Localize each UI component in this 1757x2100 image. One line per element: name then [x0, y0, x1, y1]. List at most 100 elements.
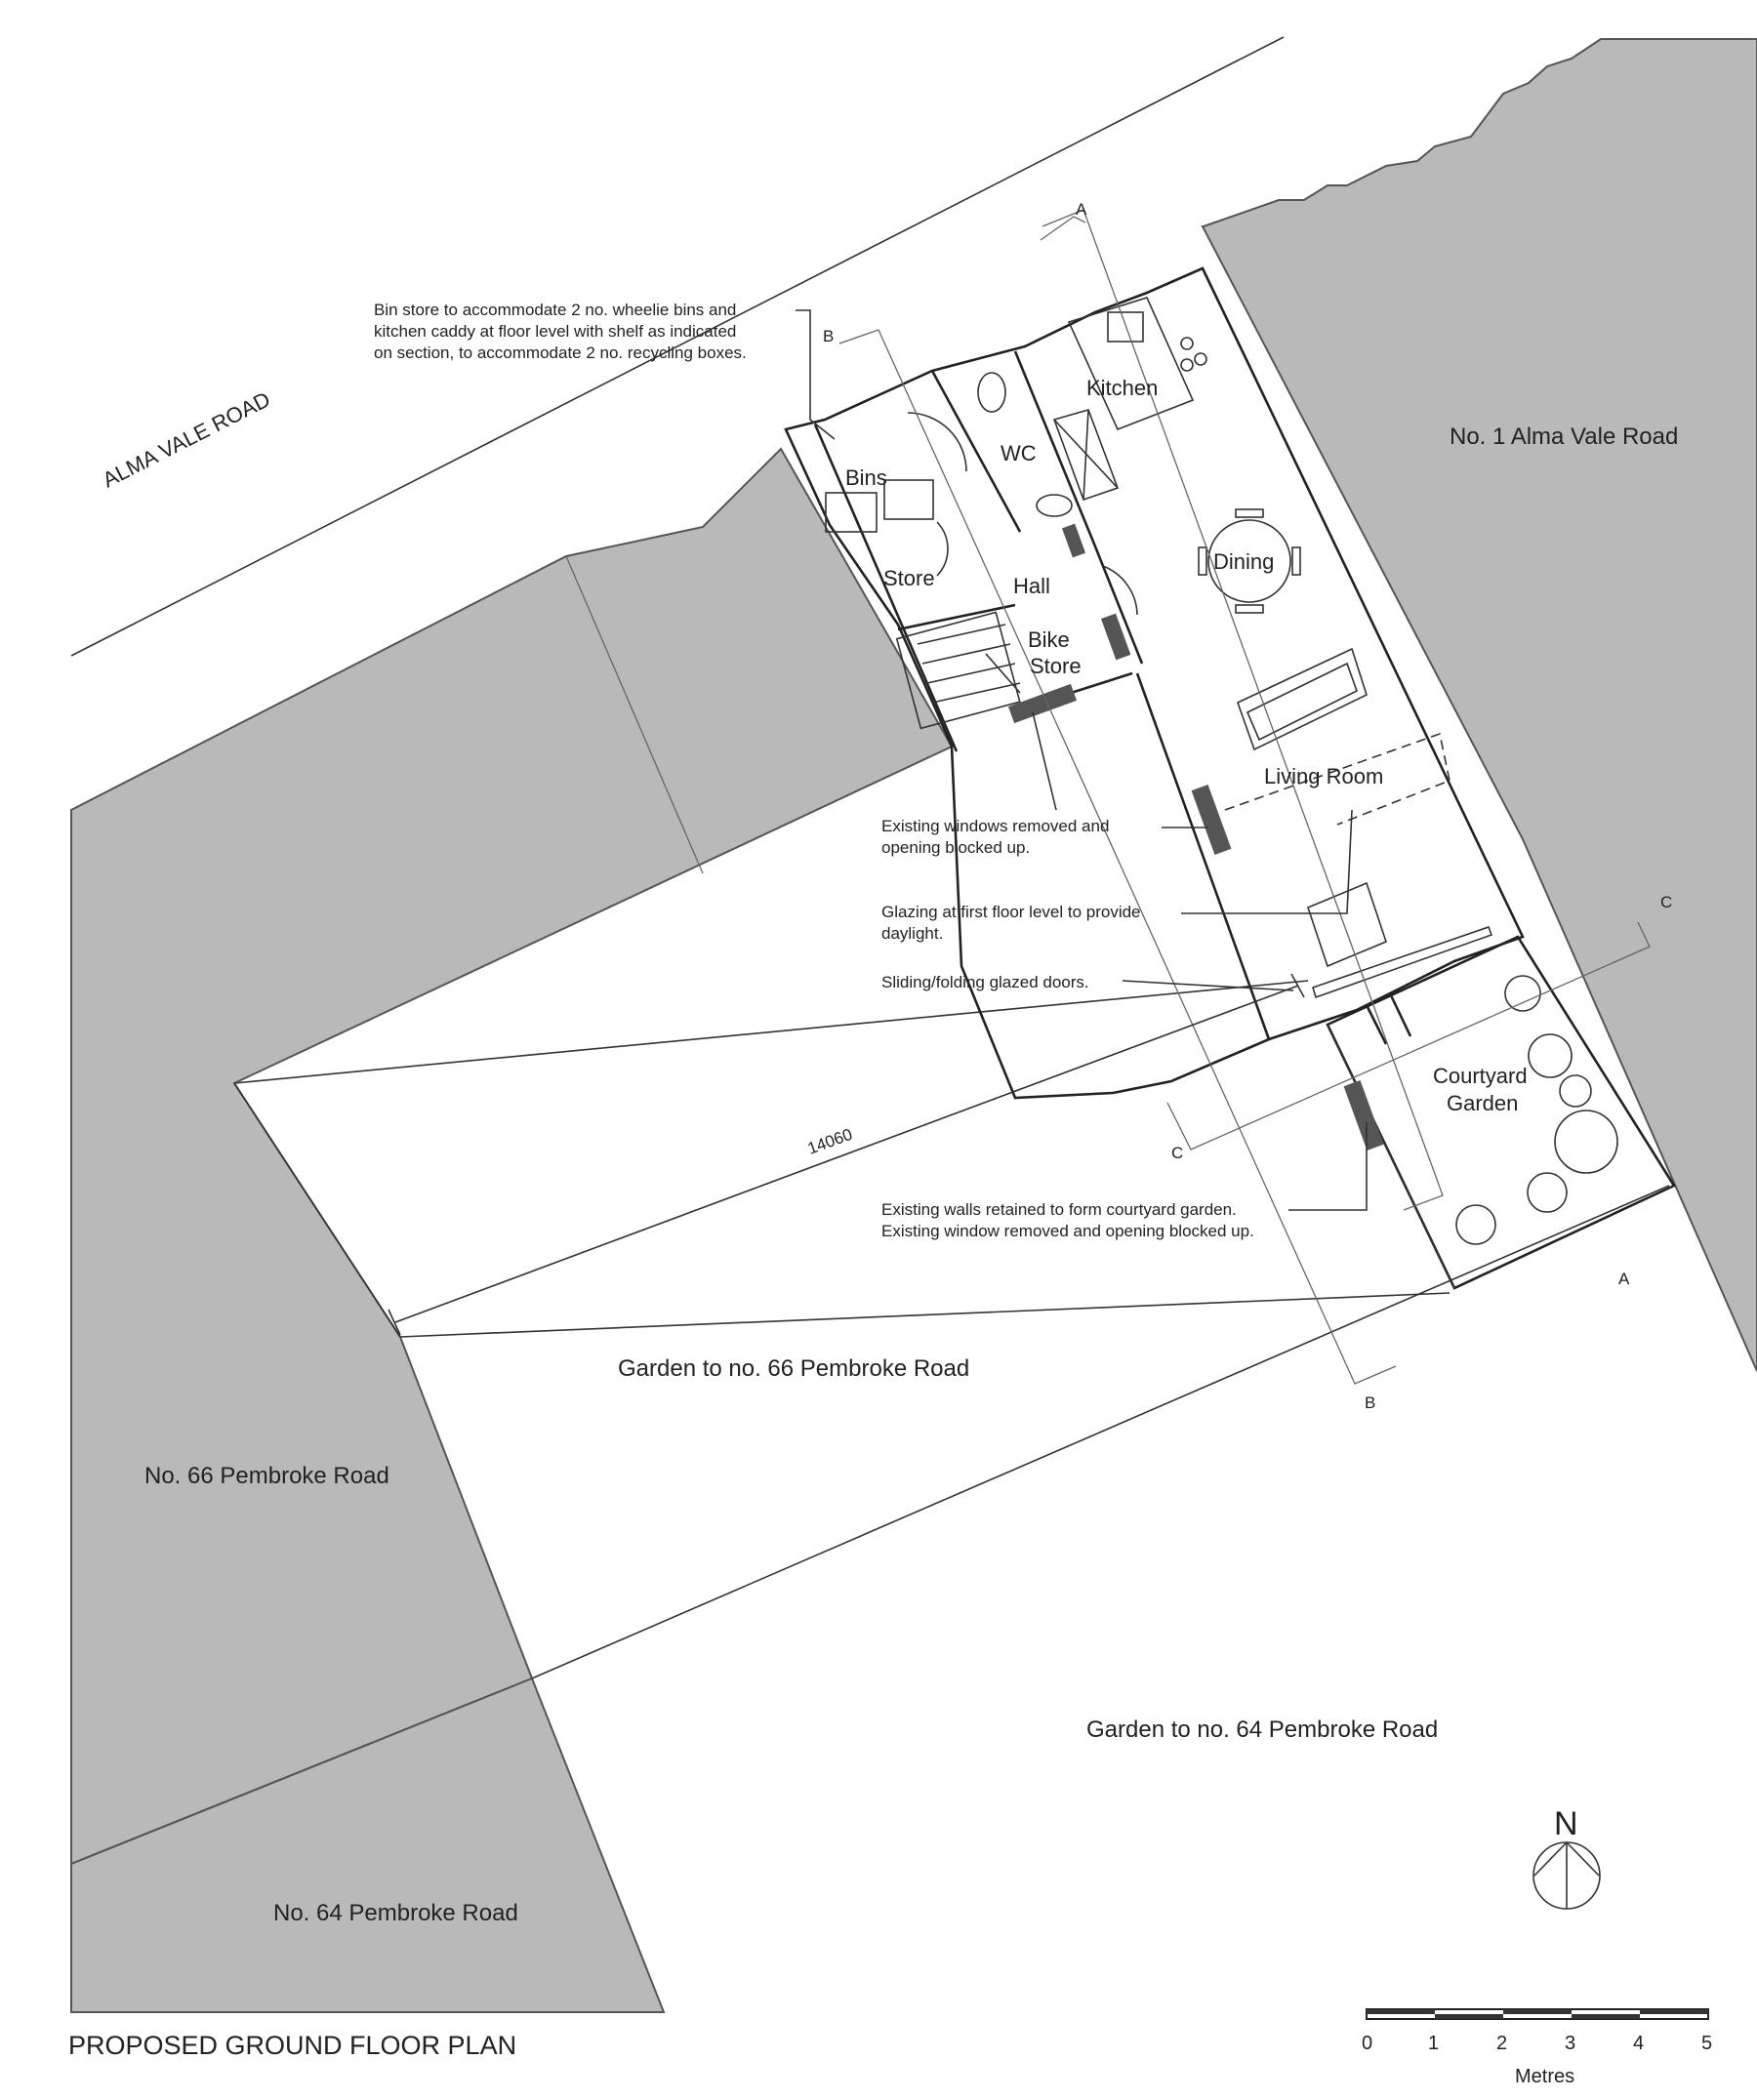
- blocked-opening: [1007, 683, 1078, 724]
- section-c-left: C: [1171, 1144, 1183, 1162]
- room-bike-store: Store: [1030, 654, 1082, 678]
- section-a-bottom: A: [1618, 1270, 1630, 1288]
- no1-alma-vale-block: [1201, 38, 1757, 1372]
- inner-wall-west: [813, 424, 959, 752]
- annotation-walls-retained: Existing walls retained to form courtyar…: [881, 1200, 1254, 1240]
- stair-wall: [897, 603, 1016, 631]
- annotation-line: Bin store to accommodate 2 no. wheelie b…: [374, 301, 736, 319]
- scale-bar-segment: [1640, 2009, 1708, 2014]
- blocked-opening: [1061, 523, 1086, 558]
- scale-tick-label: 5: [1701, 2033, 1712, 2054]
- north-needle-right: [1566, 1841, 1600, 1877]
- scale-tick-label: 4: [1633, 2033, 1644, 2054]
- shrub: [1455, 1204, 1496, 1245]
- scale-tick-label: 0: [1362, 2033, 1372, 2054]
- leader-walls: [1288, 1122, 1368, 1211]
- leader-bin: [796, 309, 836, 440]
- sofa: [1237, 647, 1368, 751]
- inner-wall-wc: [1013, 350, 1095, 543]
- chair: [1235, 508, 1264, 518]
- armchair: [1307, 881, 1387, 968]
- annotation-line: on section, to accommodate 2 no. recycli…: [374, 343, 747, 362]
- section-a-top: A: [1076, 200, 1087, 219]
- annotation-line: Existing walls retained to form courtyar…: [881, 1200, 1237, 1219]
- no64-pembroke-block: [70, 1676, 666, 2013]
- annotation-line: kitchen caddy at floor level with shelf …: [374, 322, 736, 341]
- annotation-line: Sliding/folding glazed doors.: [881, 973, 1089, 991]
- scale-tick-label: 2: [1496, 2033, 1507, 2054]
- dimension-line: [394, 985, 1299, 1323]
- annotation-line: Existing window removed and opening bloc…: [881, 1222, 1254, 1240]
- dimension-tick: [1290, 973, 1305, 998]
- hob-ring: [1180, 337, 1194, 350]
- sink: [1107, 311, 1144, 343]
- staircase: [895, 611, 1021, 730]
- section-c-right: C: [1660, 893, 1672, 911]
- hob-ring: [1194, 352, 1207, 366]
- dining-table: [1207, 519, 1291, 603]
- room-courtyard-2: Garden: [1447, 1091, 1518, 1115]
- bin-1: [825, 492, 878, 533]
- hall-wall: [1091, 541, 1144, 665]
- annotation-line: opening blocked up.: [881, 838, 1030, 857]
- inner-wall-bins: [930, 370, 1022, 533]
- chair: [1198, 546, 1207, 576]
- kitchen-worktop: [1067, 297, 1195, 431]
- garden-boundary-lower: [531, 1185, 1670, 1679]
- hob-ring: [1180, 358, 1194, 372]
- shrub: [1527, 1172, 1568, 1213]
- section-b-top: B: [823, 327, 834, 345]
- scale-bar-segment: [1367, 2009, 1435, 2014]
- chair: [1291, 546, 1301, 576]
- scale-bar-segment: [1435, 2014, 1503, 2019]
- section-b-bottom: B: [1365, 1393, 1375, 1412]
- section-mark: [1040, 216, 1086, 241]
- annotation-sliding: Sliding/folding glazed doors.: [881, 973, 1089, 991]
- living-east-wall: [1135, 672, 1271, 1040]
- first-floor-glazing: [1224, 732, 1451, 826]
- annotation-line: daylight.: [881, 924, 943, 943]
- shrub: [1504, 975, 1541, 1012]
- shrub: [1554, 1110, 1618, 1174]
- leader-windows: [1032, 711, 1057, 811]
- garden-top-edge: [233, 980, 1309, 1084]
- north-label: N: [1554, 1805, 1578, 1842]
- annotation-glazing: Glazing at first floor level to provide …: [881, 903, 1141, 943]
- section-line-c: [1166, 921, 1651, 1151]
- basin: [1036, 494, 1073, 517]
- annotation-bin-store: Bin store to accommodate 2 no. wheelie b…: [374, 301, 747, 362]
- room-bike: Bike: [1028, 627, 1070, 652]
- label-no1-alma-vale: No. 1 Alma Vale Road: [1450, 424, 1678, 450]
- blocked-opening: [1343, 1080, 1384, 1151]
- door-swing: [907, 412, 967, 472]
- door-leaf: [1365, 1004, 1388, 1045]
- sliding-doors: [1312, 925, 1493, 999]
- section-line-a: [1042, 209, 1444, 1211]
- room-dining: Dining: [1213, 549, 1274, 574]
- label-garden-64: Garden to no. 64 Pembroke Road: [1086, 1716, 1438, 1743]
- scale-bar-segment: [1572, 2014, 1640, 2019]
- blocked-opening: [1191, 785, 1232, 855]
- room-store: Store: [883, 566, 935, 590]
- scale-bar-segment: [1503, 2009, 1572, 2014]
- chair: [1235, 604, 1264, 614]
- label-garden-66: Garden to no. 66 Pembroke Road: [618, 1355, 969, 1382]
- scale-bar: 0 1 2 3 4 5 Metres: [1362, 2008, 1712, 2087]
- label-no64-pembroke: No. 64 Pembroke Road: [273, 1900, 518, 1926]
- road-label-alma-vale: ALMA VALE ROAD: [99, 386, 274, 492]
- shrub: [1559, 1074, 1592, 1108]
- leader-glazing: [1181, 809, 1353, 914]
- annotation-line: Glazing at first floor level to provide: [881, 903, 1141, 921]
- shrub: [1528, 1033, 1573, 1078]
- scale-unit-label: Metres: [1515, 2066, 1574, 2087]
- toilet: [977, 372, 1006, 413]
- sofa-seat: [1246, 662, 1358, 742]
- blocked-opening: [1100, 613, 1131, 661]
- no66-pembroke-block: [70, 447, 954, 1866]
- annotation-line: Existing windows removed and: [881, 817, 1109, 835]
- room-wc: WC: [1001, 441, 1037, 465]
- leader-sliding: [1122, 980, 1294, 991]
- north-arrow: N: [1532, 1805, 1601, 1910]
- room-courtyard-1: Courtyard: [1433, 1064, 1528, 1088]
